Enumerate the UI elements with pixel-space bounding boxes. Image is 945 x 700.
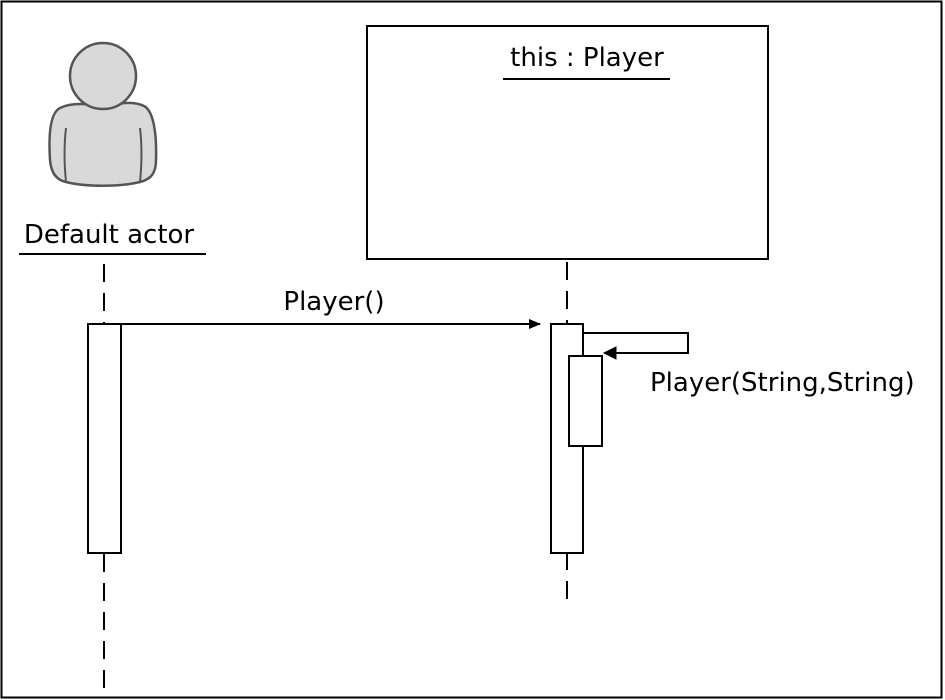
default-actor: Default actor: [19, 41, 206, 255]
actor-activation-bar: [87, 323, 122, 554]
nested-activation-bar: [568, 355, 603, 447]
player-object: this : Player: [366, 25, 769, 260]
self-message-arrowhead: [602, 346, 617, 360]
object-box: [366, 25, 769, 260]
actor-label: Default actor: [24, 220, 195, 250]
person-icon: [48, 41, 158, 187]
object-label: this : Player: [510, 43, 664, 73]
message-player: Player(): [121, 287, 541, 329]
message-player-label: Player(): [283, 287, 384, 317]
self-message-label: Player(String,String): [650, 368, 915, 398]
self-message-arrow: [583, 332, 689, 354]
message-player-string-string: Player(String,String): [583, 332, 915, 398]
